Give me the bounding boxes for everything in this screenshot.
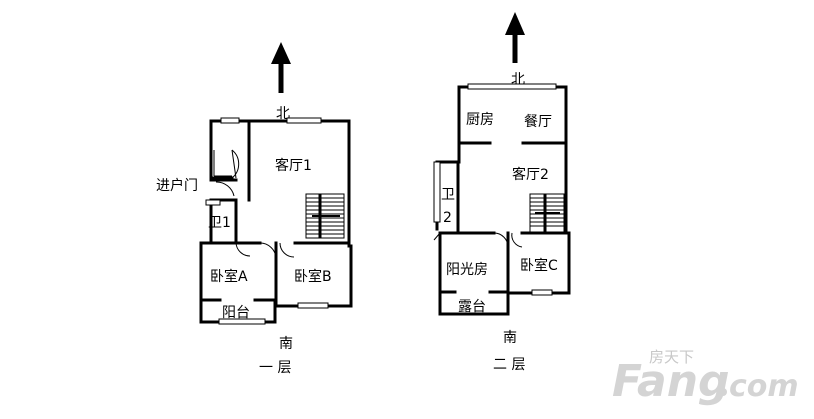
window	[531, 289, 553, 296]
plan-1: 北	[156, 42, 353, 376]
door-swing-icon	[259, 242, 277, 259]
watermark-en: Fang	[612, 356, 730, 407]
north-arrow-icon	[505, 12, 525, 63]
watermark-dot-icon	[719, 388, 727, 396]
north-arrow-icon	[271, 42, 291, 93]
watermark-com: com	[729, 369, 799, 404]
fang-watermark-logo: 房天下 Fang com	[612, 348, 799, 407]
watermark-cn: 房天下	[649, 348, 694, 366]
plan-2: 北	[433, 12, 571, 373]
window	[433, 161, 441, 223]
plan1-south-label: 南	[279, 336, 293, 352]
staircase-icon	[305, 193, 345, 239]
door-swing-icon	[235, 242, 251, 257]
room-label-bath-2-top: 卫	[441, 187, 455, 203]
window	[297, 302, 329, 309]
door-swing-icon	[279, 242, 295, 258]
room-label-living-1: 客厅1	[275, 157, 312, 174]
window	[286, 117, 322, 124]
door-swing-icon	[493, 232, 509, 248]
room-label-bedroom-b: 卧室B	[294, 268, 332, 285]
room-label-bath-1: 卫1	[208, 215, 231, 231]
room-label-kitchen: 厨房	[466, 112, 494, 128]
plan2-caption: 二 层	[493, 357, 525, 373]
plan1-caption: 一 层	[259, 360, 291, 376]
window	[205, 199, 221, 206]
staircase-icon	[529, 193, 565, 233]
door-swing-icon	[215, 181, 235, 197]
plan2-south-label: 南	[503, 330, 517, 346]
entrance-door-label: 进户门	[156, 177, 198, 194]
plan2-walls	[433, 85, 571, 316]
room-label-living-2: 客厅2	[512, 166, 549, 183]
window	[467, 83, 557, 90]
room-label-sunroom: 阳光房	[446, 262, 488, 278]
door-swing-icon	[511, 232, 523, 248]
room-label-bedroom-c: 卧室C	[520, 257, 558, 274]
room-label-balcony: 阳台	[222, 305, 250, 321]
door-swing-icon	[231, 149, 240, 179]
window	[220, 117, 240, 124]
room-label-bath-2-num: 2	[443, 210, 452, 226]
room-label-terrace: 露台	[458, 299, 486, 315]
room-label-bedroom-a: 卧室A	[210, 268, 248, 285]
room-label-dining: 餐厅	[524, 114, 552, 130]
window	[218, 318, 266, 325]
